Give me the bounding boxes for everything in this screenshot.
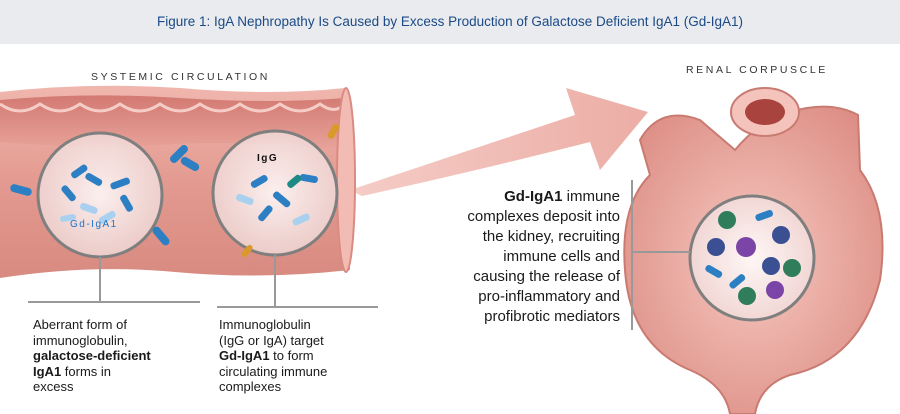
left-caption-line-3: galactose-deficient [33,348,151,363]
igg-lens [211,129,339,258]
middle-caption-line-3-bold: Gd-IgA1 [219,348,270,363]
right-caption-line-4: immune cells and [503,248,620,265]
connectors [28,180,690,330]
gd-iga1-lens [36,131,164,259]
left-caption: Aberrant form of immunoglobulin, galacto… [33,317,213,395]
left-caption-line-4-rest: forms in [61,363,112,379]
gd-iga1-lens-label: Gd-IgA1 [70,219,118,230]
renal-corpuscle-label: RENAL CORPUSCLE [686,64,828,76]
middle-caption-line-2: (IgG or IgA) target [219,332,324,348]
middle-caption-line-1: Immunoglobulin [219,317,311,332]
left-caption-line-2: immunoglobulin, [33,332,128,348]
figure-title: Figure 1: IgA Nephropathy Is Caused by E… [156,14,744,29]
immune-cells [707,211,801,305]
antibody-cluster [10,123,340,246]
left-caption-line-5: excess [33,379,74,394]
left-caption-line-4-bold: IgA1 [33,363,62,379]
right-caption: Gd-IgA1 immune complexes deposit into th… [405,187,620,327]
illustration [0,85,884,414]
middle-caption: Immunoglobulin (IgG or IgA) target Gd-Ig… [219,317,389,395]
renal-corpuscle-illustration [623,87,884,414]
figure-header [0,0,900,44]
right-caption-line-2: complexes deposit into [467,208,620,225]
middle-caption-line-4: circulating immune [219,363,328,379]
middle-caption-line-5: complexes [219,379,282,394]
igg-lens-label: IgG [257,153,279,164]
right-caption-line-1-rest: immune [562,188,620,205]
middle-caption-line-3-rest: to form [269,348,314,363]
systemic-circulation-label: SYSTEMIC CIRCULATION [91,71,270,83]
right-caption-line-1-bold: Gd-IgA1 [504,188,563,205]
right-caption-line-3: the kidney, recruiting [482,228,620,245]
left-caption-line-1: Aberrant form of [33,317,127,332]
right-caption-line-7: profibrotic mediators [484,308,620,325]
right-caption-line-5: causing the release of [473,268,620,285]
transition-arrow [350,88,648,196]
right-caption-line-6: pro-inflammatory and [478,288,620,305]
